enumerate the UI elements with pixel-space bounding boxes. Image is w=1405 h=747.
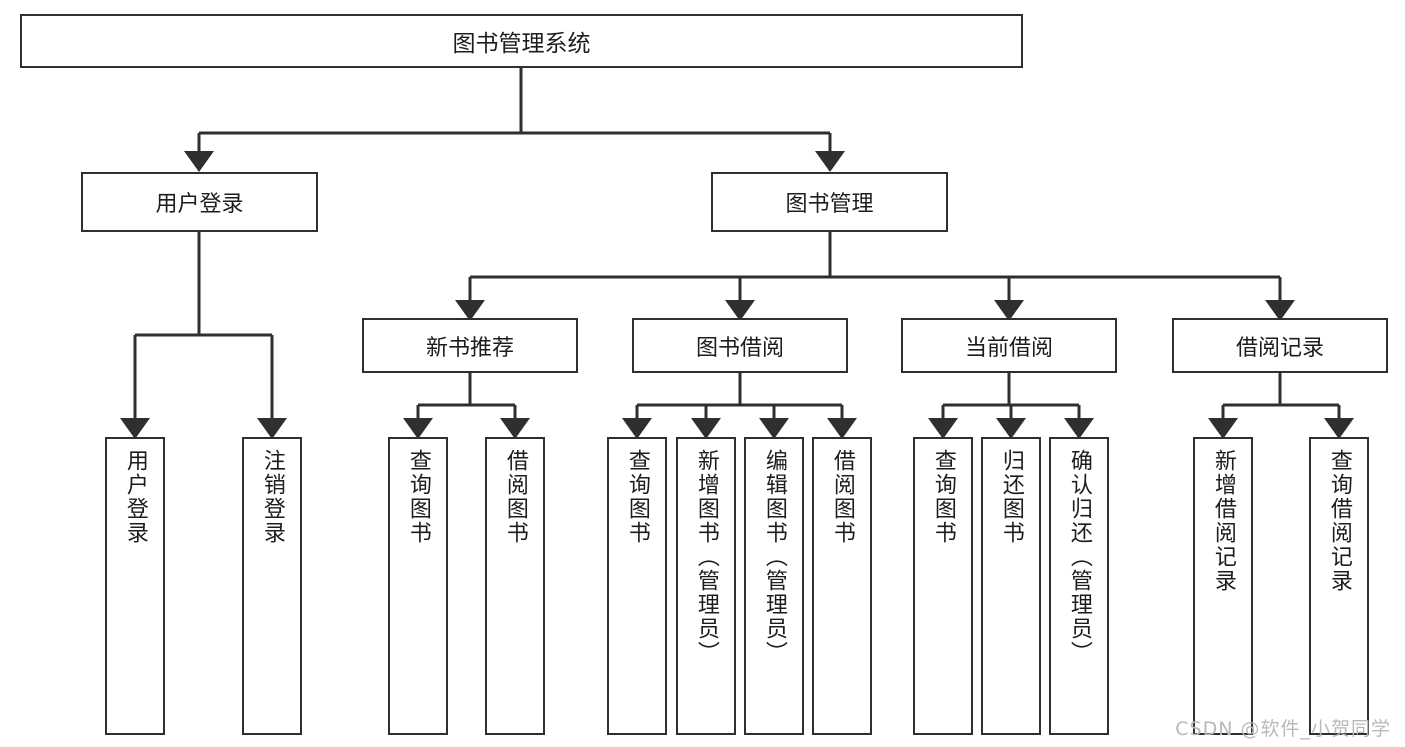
node-leaf-user-login[interactable]: 用户登录 [105,437,165,735]
watermark: CSDN @软件_小贺同学 [1175,718,1391,740]
node-label: 借阅图书 [502,449,528,545]
node-label: 借阅记录 [1235,335,1324,361]
node-leaf-query-book-1[interactable]: 查询图书 [388,437,448,735]
node-leaf-query-book-3[interactable]: 查询图书 [913,437,973,735]
node-label: 查询图书 [405,449,431,545]
node-label: 确认归还（管理员） [1066,449,1092,665]
node-leaf-borrow-book-2[interactable]: 借阅图书 [812,437,872,735]
node-leaf-add-record[interactable]: 新增借阅记录 [1193,437,1253,735]
node-book-management[interactable]: 图书管理 [711,172,948,232]
node-borrow-record[interactable]: 借阅记录 [1172,318,1388,373]
node-label: 新书推荐 [425,335,514,361]
node-label: 用户登录 [155,192,244,217]
node-label: 当前借阅 [964,335,1053,361]
node-book-borrow[interactable]: 图书借阅 [632,318,848,373]
node-root-book-management-system[interactable]: 图书管理系统 [20,14,1023,68]
node-label: 查询图书 [624,449,650,545]
node-leaf-query-record[interactable]: 查询借阅记录 [1309,437,1369,735]
node-leaf-logout-login[interactable]: 注销登录 [242,437,302,735]
node-label: 归还图书 [998,449,1024,545]
node-new-book-recommend[interactable]: 新书推荐 [362,318,578,373]
node-leaf-return-book[interactable]: 归还图书 [981,437,1041,735]
node-label: 查询图书 [930,449,956,545]
node-label: 新增借阅记录 [1210,449,1236,593]
node-label: 图书借阅 [695,335,784,361]
node-label: 用户登录 [122,449,148,545]
node-leaf-borrow-book-1[interactable]: 借阅图书 [485,437,545,735]
node-label: 图书管理 [785,192,874,217]
node-current-borrow[interactable]: 当前借阅 [901,318,1117,373]
node-label: 新增图书（管理员） [693,449,719,665]
node-label: 查询借阅记录 [1326,449,1352,593]
node-label: 编辑图书（管理员） [761,449,787,665]
node-leaf-query-book-2[interactable]: 查询图书 [607,437,667,735]
node-label: 借阅图书 [829,449,855,545]
node-label: 图书管理系统 [452,31,591,57]
node-leaf-add-book[interactable]: 新增图书（管理员） [676,437,736,735]
node-leaf-confirm-return[interactable]: 确认归还（管理员） [1049,437,1109,735]
node-leaf-edit-book[interactable]: 编辑图书（管理员） [744,437,804,735]
node-user-login[interactable]: 用户登录 [81,172,318,232]
node-label: 注销登录 [259,449,285,545]
